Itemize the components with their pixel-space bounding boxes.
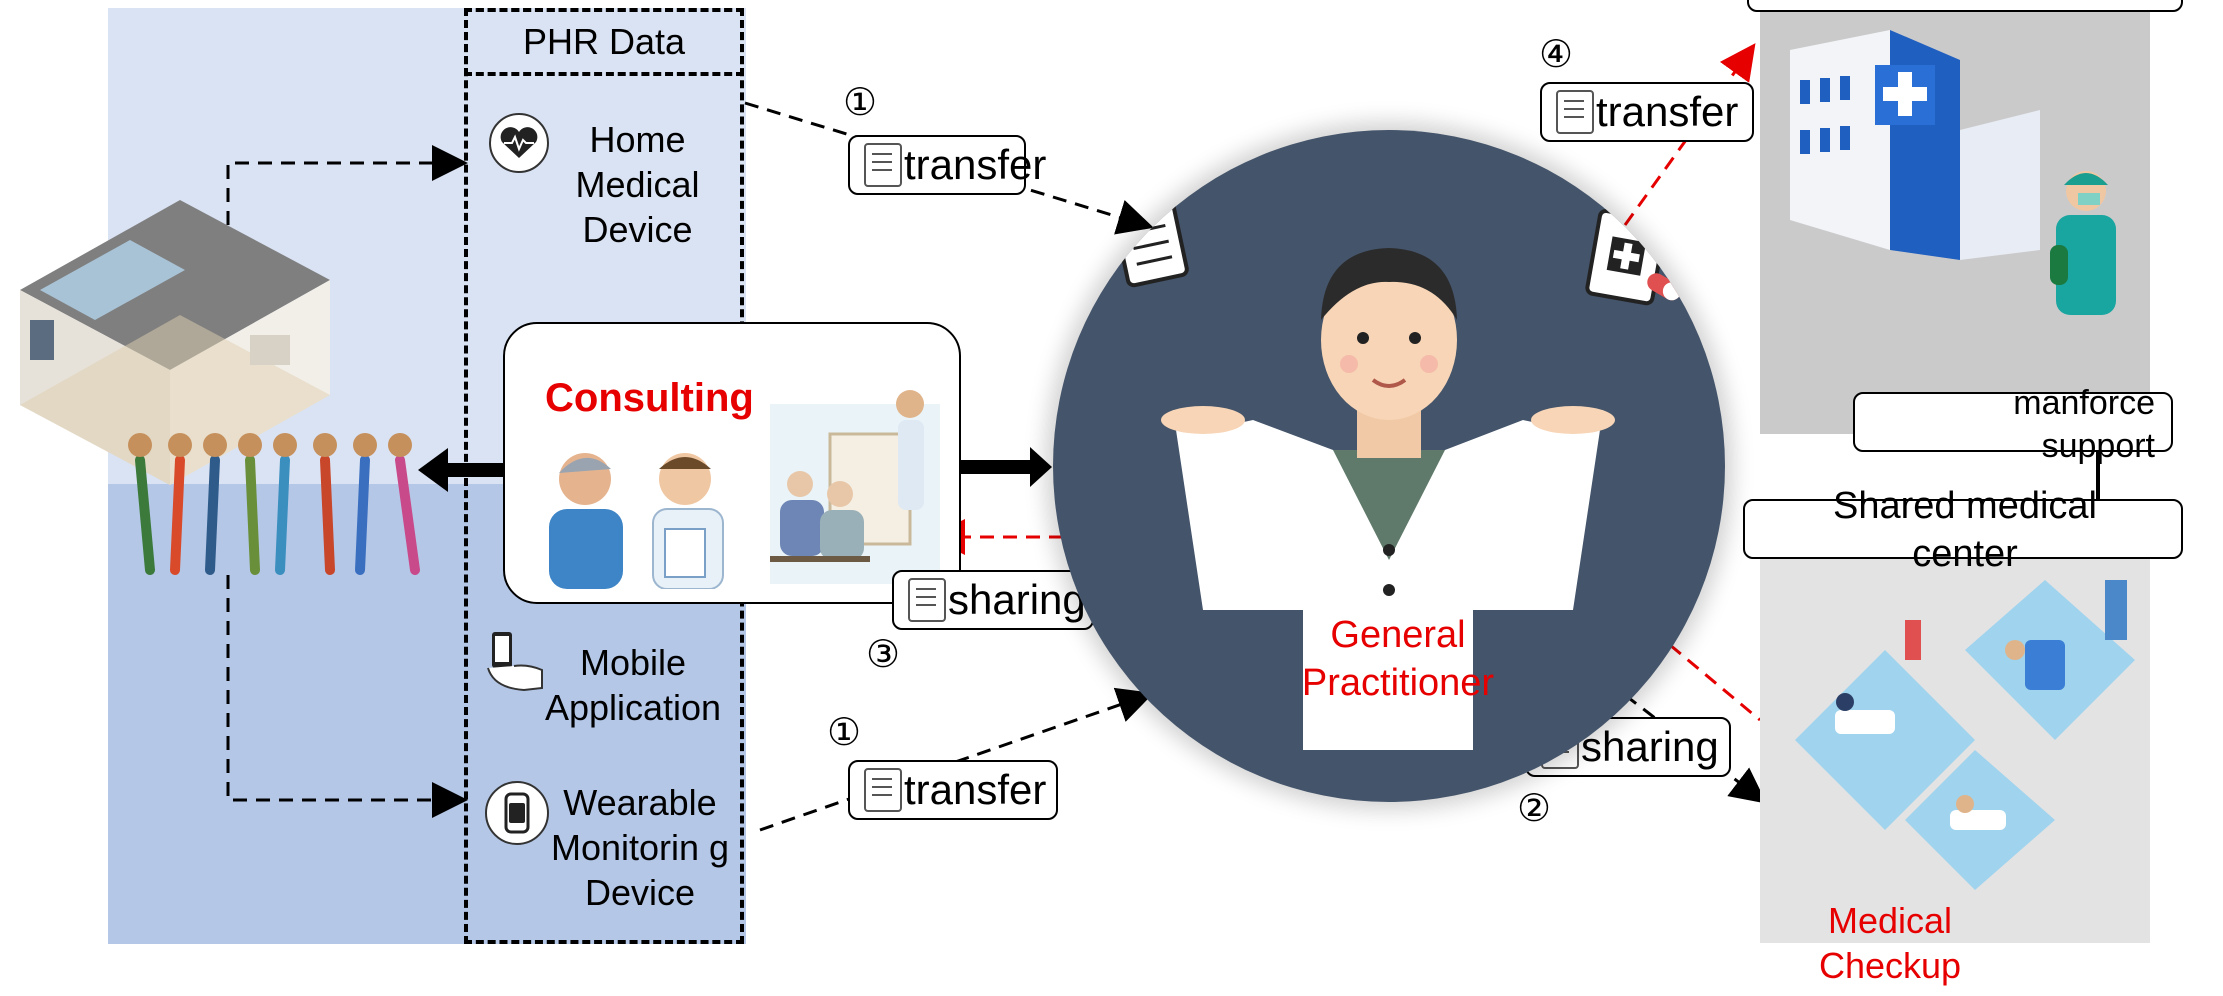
wearable-device-label: Wearable Monitorin g Device <box>550 782 730 913</box>
document-icon <box>1556 90 1594 134</box>
transfer-label-bottom: transfer <box>848 760 1058 820</box>
shared-center-box: Shared medical center <box>1743 485 2183 575</box>
smartwatch-icon <box>484 780 550 846</box>
step-number-3: ③ <box>866 632 901 676</box>
medical-checkup-label: Medical Checkup <box>1818 900 1962 986</box>
step-number-1-bottom: ① <box>827 710 862 754</box>
hospital-name-box <box>1747 0 2183 12</box>
step-number-4: ④ <box>1539 32 1574 76</box>
general-practitioner-label: General Practitioner <box>1301 614 1495 704</box>
transfer-label-top: transfer <box>848 135 1046 195</box>
step-number-1-top: ① <box>843 80 878 124</box>
sharing-label-consult: sharing <box>892 570 1094 630</box>
manforce-support-box: manforce support <box>1853 384 2173 465</box>
sharing-label-checkup: sharing <box>1525 717 1731 777</box>
shared-center-label: Shared medical center <box>1832 485 2098 575</box>
consulting-box: Consulting <box>503 322 961 604</box>
house-illustration <box>0 185 440 575</box>
elderly-checkup-illustration <box>760 384 945 594</box>
step-number-2: ② <box>1517 786 1552 830</box>
doctor-illustration <box>1112 193 1681 750</box>
people-group <box>110 420 440 580</box>
smartphone-icon <box>484 628 550 694</box>
general-practitioner-circle: General Practitioner <box>1053 130 1725 802</box>
document-icon <box>908 578 946 622</box>
hospital-building-illustration <box>1780 20 2060 260</box>
heart-monitor-icon <box>488 112 550 174</box>
manforce-support-label: manforce support <box>2013 384 2155 465</box>
medical-checkup-illustration <box>1775 560 2155 900</box>
consulting-title: Consulting <box>545 376 754 420</box>
transfer-label-hospital: transfer <box>1540 82 1754 142</box>
phr-data-title: PHR Data <box>464 8 744 76</box>
mobile-app-label: Mobile Application <box>544 642 722 728</box>
document-icon <box>864 143 902 187</box>
surgeon-illustration <box>2030 165 2140 345</box>
document-icon <box>864 768 902 812</box>
home-device-label: Home Medical Device <box>575 119 700 250</box>
consultation-illustration <box>535 439 750 590</box>
